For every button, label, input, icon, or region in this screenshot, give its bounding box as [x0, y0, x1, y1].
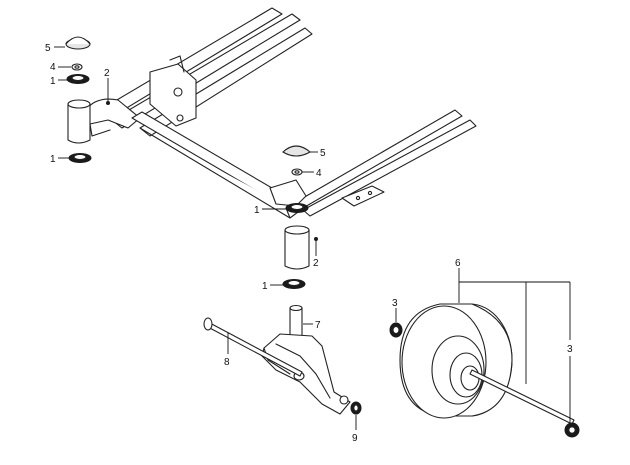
- bolt-head: [203, 317, 213, 331]
- callout-4: 4: [316, 168, 322, 179]
- caster-tube: [67, 103, 91, 144]
- callout-5: 5: [45, 43, 51, 54]
- left-caster-stack: [65, 36, 92, 163]
- callout-7: 7: [315, 320, 321, 331]
- nut: [71, 63, 83, 71]
- caster-tube: [284, 229, 310, 270]
- callout-9: 9: [352, 433, 358, 444]
- caster-fork: [203, 304, 362, 415]
- callout-6: 6: [455, 258, 461, 269]
- dust-cap: [282, 145, 311, 157]
- leader-lines: [54, 46, 571, 430]
- callout-2: 2: [104, 68, 110, 79]
- mower-frame: [85, 7, 477, 219]
- right-caster-stack: [282, 145, 311, 289]
- wheel-assembly: [389, 303, 580, 438]
- callout-1: 1: [50, 154, 56, 165]
- callout-1: 1: [50, 76, 56, 87]
- callout-8: 8: [224, 357, 230, 368]
- nut: [291, 168, 303, 176]
- callout-2: 2: [313, 258, 319, 269]
- spindle: [289, 307, 303, 339]
- callout-3: 3: [567, 344, 573, 355]
- callout-3: 3: [392, 298, 398, 309]
- callout-1: 1: [254, 205, 260, 216]
- wheel-axle: [469, 369, 575, 425]
- callout-1: 1: [262, 281, 268, 292]
- callout-labels: 5 4 1 2 1 5 4 1 2 1 7 8 9 6 3 3: [45, 43, 573, 444]
- callout-4: 4: [50, 62, 56, 73]
- callout-5: 5: [320, 148, 326, 159]
